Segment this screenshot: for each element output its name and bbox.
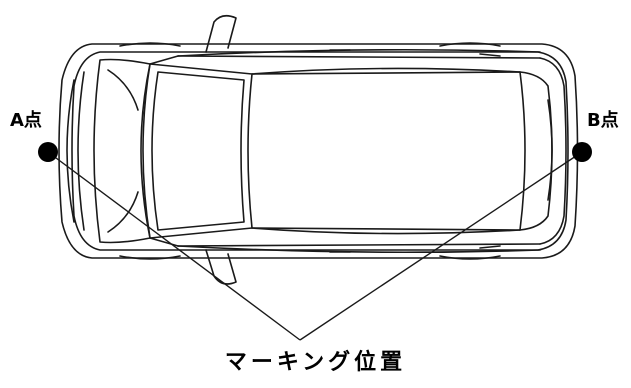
wheel-arch-front-bottom <box>119 255 181 260</box>
side-line-bottom <box>177 245 541 254</box>
mirror-bottom <box>205 249 237 285</box>
hood-crease-bottom <box>107 191 139 233</box>
marking-position-caption: マーキング位置 <box>224 350 407 375</box>
wheel-arch-rear-top <box>439 42 501 47</box>
point-b-marker <box>572 142 592 162</box>
a-pillar-top <box>149 55 179 65</box>
door-detail-rear-bottom <box>479 245 501 249</box>
roof-side-top <box>251 67 521 75</box>
door-detail-rear-top <box>479 53 501 57</box>
marking-line-a <box>47 151 301 341</box>
roof <box>251 71 526 231</box>
roof-side-bottom <box>251 227 521 235</box>
point-b-label: B点 <box>587 110 619 131</box>
front-bumper-inner <box>77 71 85 231</box>
point-a-marker <box>38 142 58 162</box>
point-a-label: A点 <box>10 110 42 131</box>
car-body-outline <box>58 43 579 259</box>
rear-spoiler <box>547 99 553 201</box>
windshield <box>142 63 253 239</box>
rear-hatch <box>539 57 567 245</box>
wheel-arch-rear-bottom <box>439 255 501 260</box>
roof-rail-bottom <box>177 243 541 247</box>
hood <box>93 58 151 244</box>
marking-line-b <box>299 151 583 341</box>
hood-crease-top <box>107 69 139 111</box>
side-line-top <box>177 48 541 57</box>
wheel-arch-front-top <box>119 42 181 47</box>
windshield-inner <box>151 71 245 231</box>
roof-rail-top <box>177 55 541 59</box>
mirror-top <box>205 14 237 53</box>
front-bumper <box>66 79 75 223</box>
